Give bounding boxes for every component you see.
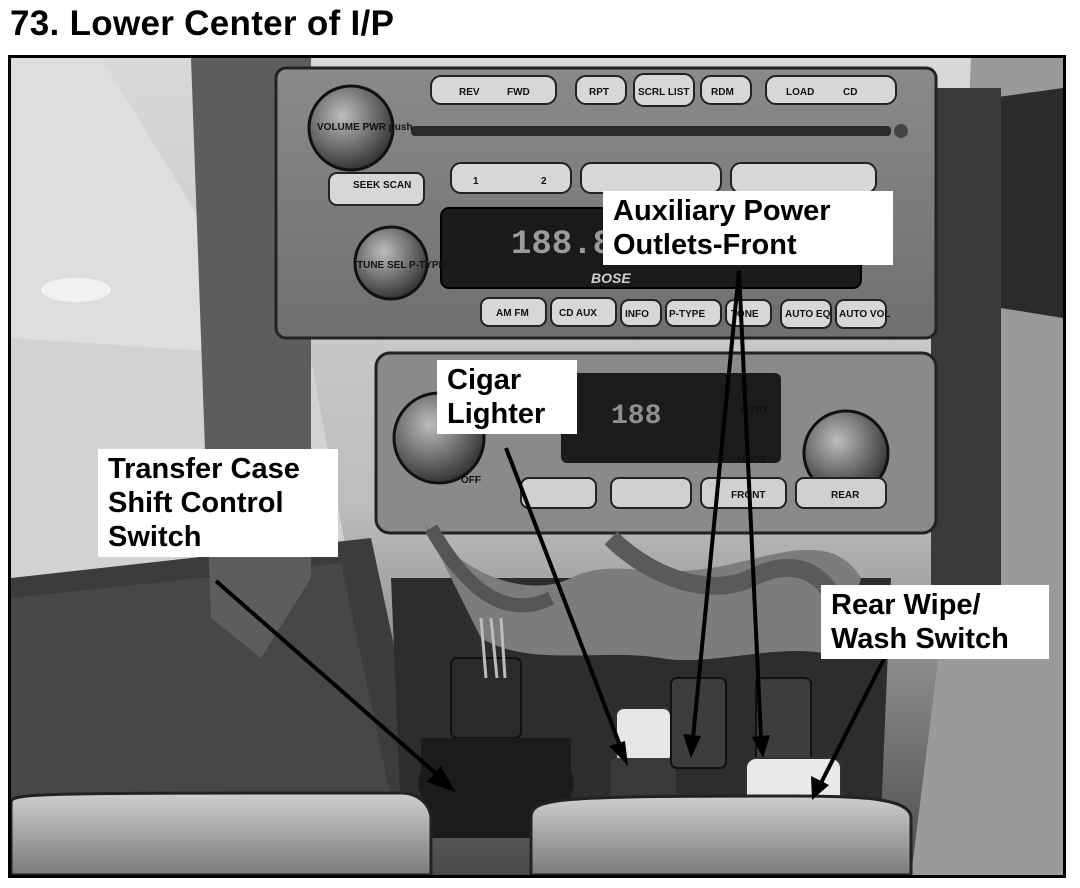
load-button-label[interactable]: LOAD	[786, 87, 814, 98]
seek-scan-label[interactable]: SEEK SCAN	[353, 180, 411, 191]
hvac-auto-label[interactable]: AUTO	[739, 405, 767, 416]
callout-arrowheads	[427, 734, 829, 800]
cd-button-label[interactable]: CD	[843, 87, 857, 98]
tune-knob-label[interactable]: TUNE SEL P-TYPE	[357, 260, 445, 271]
hvac-mode-label[interactable]: MODE	[737, 455, 767, 466]
callout-pointers	[214, 270, 888, 784]
callout-transfer-case-shift-control-switch: Transfer Case Shift Control Switch	[98, 449, 338, 557]
callout-rear-wipe-wash-switch: Rear Wipe/ Wash Switch	[821, 585, 1049, 659]
bose-logo: BOSE	[591, 270, 631, 286]
fwd-button-label[interactable]: FWD	[507, 87, 530, 98]
callout-cigar-lighter: Cigar Lighter	[437, 360, 577, 434]
page-title: 73. Lower Center of I/P	[10, 4, 395, 43]
scroll-list-button-label[interactable]: SCRL LIST	[638, 87, 689, 98]
instrument-panel-photo: REV FWD RPT SCRL LIST RDM LOAD CD 1 2 SE…	[8, 55, 1066, 878]
hvac-off-label: OFF	[461, 475, 481, 486]
preset-1-label[interactable]: 1	[473, 176, 479, 187]
callout-auxiliary-power-outlets: Auxiliary Power Outlets-Front	[603, 191, 893, 265]
hvac-rear-label[interactable]: REAR	[831, 490, 860, 501]
volume-knob-label[interactable]: VOLUME PWR push	[317, 122, 413, 133]
hvac-display: 188	[611, 401, 661, 432]
rev-button-label[interactable]: REV	[459, 87, 480, 98]
auto-eq-label[interactable]: AUTO EQ	[785, 309, 831, 320]
p-type-label[interactable]: P-TYPE	[669, 309, 705, 320]
preset-2-label[interactable]: 2	[541, 176, 547, 187]
tone-label[interactable]: TONE	[731, 309, 759, 320]
am-fm-label[interactable]: AM FM	[496, 308, 529, 319]
auto-vol-label[interactable]: AUTO VOL	[839, 309, 890, 320]
rdm-button-label[interactable]: RDM	[711, 87, 734, 98]
info-label[interactable]: INFO	[625, 309, 649, 320]
radio-display: 188.8	[511, 226, 613, 264]
rpt-button-label[interactable]: RPT	[589, 87, 609, 98]
cd-aux-label[interactable]: CD AUX	[559, 308, 597, 319]
